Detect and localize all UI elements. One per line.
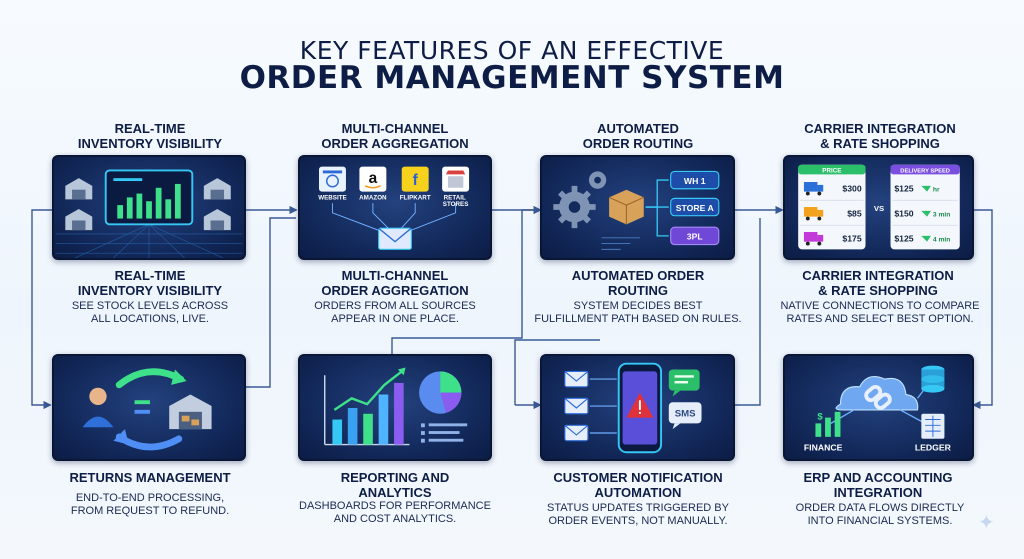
svg-text:a: a: [369, 170, 378, 187]
erp-heading: ERP AND ACCOUNTING INTEGRATION: [803, 470, 953, 500]
price-1: $300: [842, 184, 861, 194]
route-dest-wh1: WH 1: [684, 176, 706, 186]
channel-label-amazon: AMAZON: [359, 194, 387, 201]
link-icon: [864, 384, 892, 410]
feature-3-heading: AUTOMATED ORDER ROUTING: [582, 121, 694, 151]
notification-card: SMS: [540, 354, 735, 461]
speed-price-3: $125: [894, 234, 913, 244]
feature-2-caption-title: MULTI-CHANNEL ORDER AGGREGATION: [321, 268, 469, 298]
website-icon: [319, 166, 346, 192]
feature-2-card: a f WEBSITE AMAZON FLIPKART RETAIL STORE…: [298, 155, 492, 260]
finance-label: FINANCE: [804, 442, 843, 452]
svg-text:f: f: [413, 172, 419, 189]
route-dest-3pl: 3PL: [687, 232, 704, 242]
speed-value-2: 3 min: [933, 212, 951, 219]
analytics-illustration: [324, 367, 468, 446]
svg-text:$: $: [817, 412, 823, 423]
erp-illustration: $ FINANCE LEDGER: [804, 365, 952, 452]
speed-value-3: 4 min: [933, 237, 951, 244]
title-line-2: ORDER MANAGEMENT SYSTEM: [239, 60, 785, 96]
returns-card: [52, 354, 246, 461]
person-icon: [82, 387, 114, 428]
return-arrow-icon: [115, 368, 185, 389]
sms-label: SMS: [675, 409, 696, 420]
package-icon: [608, 189, 644, 225]
channel-label-flipkart: FLIPKART: [400, 194, 431, 201]
pie-chart-icon: [419, 371, 462, 414]
ledger-label: LEDGER: [915, 442, 952, 452]
mail-icon: [564, 370, 589, 442]
warehouse-icon: [65, 178, 231, 231]
phone-icon: [617, 362, 663, 454]
envelope-icon: [378, 227, 412, 250]
feature-3-caption-title: AUTOMATED ORDER ROUTING: [571, 268, 705, 298]
reporting-caption: DASHBOARDS FOR PERFORMANCE AND COST ANAL…: [299, 500, 491, 525]
finance-chart-icon: $: [815, 412, 841, 437]
returns-heading: RETURNS MANAGEMENT: [69, 470, 231, 485]
speed-value-1: hr: [933, 187, 940, 194]
feature-2-heading: MULTI-CHANNEL ORDER AGGREGATION: [321, 121, 469, 151]
feature-2-caption: ORDERS FROM ALL SOURCES APPEAR IN ONE PL…: [314, 300, 476, 325]
speed-price-1: $125: [894, 184, 913, 194]
channel-label-retail-line1: RETAIL: [444, 194, 466, 201]
feature-4-caption-title: CARRIER INTEGRATION & RATE SHOPPING: [802, 268, 954, 298]
erp-card: $ FINANCE LEDGER: [783, 354, 974, 461]
notification-illustration: SMS: [564, 362, 702, 454]
price-header: PRICE: [822, 167, 841, 174]
feature-3-card: WH 1 STORE A 3PL: [540, 155, 735, 260]
returns-caption: END-TO-END PROCESSING, FROM REQUEST TO R…: [70, 492, 230, 517]
rate-shopping-illustration: PRICE $300 $85 $175 VS DELIVERY SPEED $1…: [798, 164, 960, 250]
channel-label-retail: RETAIL STORES: [443, 194, 469, 208]
ledger-icon: [921, 413, 945, 439]
erp-caption: ORDER DATA FLOWS DIRECTLY INTO FINANCIAL…: [795, 502, 965, 527]
gear-icon: [553, 171, 607, 229]
speed-header: DELIVERY SPEED: [900, 168, 950, 174]
feature-4-card: PRICE $300 $85 $175 VS DELIVERY SPEED $1…: [783, 155, 974, 260]
feature-1-caption: SEE STOCK LEVELS ACROSS ALL LOCATIONS, L…: [71, 300, 229, 325]
feature-1-card: [52, 155, 246, 260]
notification-caption: STATUS UPDATES TRIGGERED BY ORDER EVENTS…: [547, 502, 729, 527]
inventory-visibility-illustration: [55, 169, 243, 258]
reporting-card: [298, 354, 492, 461]
order-routing-illustration: WH 1 STORE A 3PL: [553, 170, 720, 250]
feature-1-caption-title: REAL-TIME INVENTORY VISIBILITY: [77, 268, 223, 298]
reporting-heading: REPORTING AND ANALYTICS: [340, 470, 450, 500]
bar-chart-icon: [332, 382, 404, 445]
price-2: $85: [847, 209, 862, 219]
feature-4-heading: CARRIER INTEGRATION & RATE SHOPPING: [804, 121, 956, 151]
warehouse-icon: [169, 394, 212, 430]
sparkle-icon: ✦: [978, 510, 995, 534]
fast-delivery-icon: [921, 185, 931, 242]
flipkart-icon: [401, 166, 429, 192]
channel-aggregation-illustration: a f WEBSITE AMAZON FLIPKART RETAIL STORE…: [318, 166, 470, 250]
feature-4-caption: NATIVE CONNECTIONS TO COMPARE RATES AND …: [780, 300, 980, 325]
truck-icon: [803, 182, 824, 246]
feature-1-heading: REAL-TIME INVENTORY VISIBILITY: [77, 121, 223, 151]
returns-illustration: [82, 368, 212, 451]
chat-bubble-icon: [668, 369, 702, 430]
vs-label: VS: [874, 204, 884, 213]
route-dest-storea: STORE A: [676, 203, 715, 213]
notification-heading: CUSTOMER NOTIFICATION AUTOMATION: [553, 470, 723, 500]
title-line-1: KEY FEATURES OF AN EFFECTIVE: [299, 36, 725, 65]
database-icon: [921, 365, 945, 393]
cloud-icon: [835, 375, 919, 411]
channel-label-website: WEBSITE: [318, 194, 346, 201]
amazon-icon: [359, 166, 387, 192]
speed-price-2: $150: [894, 209, 913, 219]
feature-3-caption: SYSTEM DECIDES BEST FULFILLMENT PATH BAS…: [534, 300, 742, 325]
channel-label-retail-line2: STORES: [443, 201, 469, 208]
price-3: $175: [842, 234, 861, 244]
